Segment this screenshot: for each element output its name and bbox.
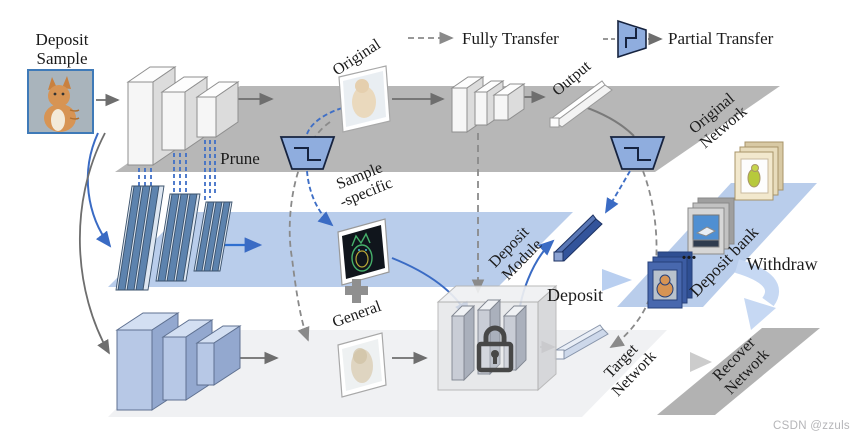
original-image <box>338 65 391 133</box>
connectors <box>79 90 658 365</box>
partial-transfer-icon-right <box>609 136 666 170</box>
bank-folder-bird <box>734 141 784 201</box>
general-image <box>337 332 387 398</box>
original-network-blocks-2 <box>450 76 526 133</box>
target-network-blocks <box>115 312 242 411</box>
legend-partial-transfer-label: Partial Transfer <box>668 29 774 48</box>
dashed-transfer1-to-sample <box>306 170 334 227</box>
curve-sample-to-slabs <box>86 132 112 248</box>
deposit-sample-image <box>27 69 94 134</box>
locked-deposit-module <box>436 284 558 392</box>
deposit-bar <box>553 214 603 262</box>
dashed-original-to-transfer1 <box>306 107 343 135</box>
dashed-fully-to-general <box>288 121 331 342</box>
sample-specific-image <box>337 218 390 286</box>
deposit-thick-arrow <box>503 269 632 291</box>
target-bar <box>554 324 609 360</box>
deposit-sample-label: Deposit Sample <box>35 30 89 69</box>
deposit-label: Deposit <box>547 285 603 305</box>
curve-sample-to-net3 <box>79 132 110 355</box>
recover-network-panel <box>657 328 820 415</box>
bank-folder-cat <box>647 251 693 309</box>
pruned-slab-blocks <box>115 185 233 291</box>
dashed-transfer2-to-target <box>609 170 658 348</box>
output-bar <box>549 80 613 128</box>
dashed-transfer2-to-bar <box>605 170 631 214</box>
legend-partial-transfer-icon <box>603 19 663 59</box>
prune-label: Prune <box>220 149 260 168</box>
target-to-recover-arrow <box>660 352 712 372</box>
bank-ellipsis: ... <box>681 242 697 264</box>
lock-icon <box>476 325 514 373</box>
original-network-band <box>115 86 780 172</box>
plus-icon <box>345 279 368 303</box>
legend-fully-transfer-label: Fully Transfer <box>462 29 559 48</box>
original-network-blocks-1 <box>126 66 240 166</box>
partial-transfer-icon-left <box>279 136 336 170</box>
withdraw-label: Withdraw <box>746 254 818 274</box>
watermark: CSDN @zzuls <box>773 420 850 432</box>
withdraw-thick-arrow <box>734 259 779 330</box>
bank-folder-plane <box>687 197 735 255</box>
